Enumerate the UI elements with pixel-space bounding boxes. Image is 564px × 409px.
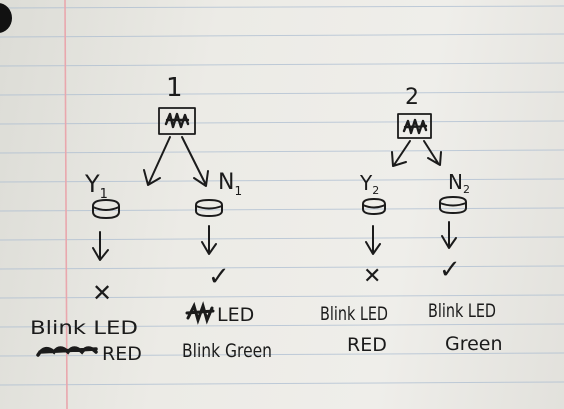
tree-1-right-scribble xyxy=(185,301,215,325)
tree-1-left-scribble xyxy=(36,346,98,357)
tree-2-left-action-line1: Blink LED xyxy=(320,303,388,325)
binder-hole xyxy=(0,3,12,33)
ruled-lines xyxy=(0,5,564,386)
tree-1-right-label: N1 xyxy=(218,170,242,198)
tree-1-left-arrow xyxy=(143,136,171,186)
margin-line xyxy=(64,0,68,409)
tree-1-left-action-line2: RED xyxy=(102,343,142,365)
tree-2-left-action-line2: RED xyxy=(347,334,387,356)
tree-1-left-down-arrow xyxy=(92,231,109,261)
tree-2 xyxy=(362,113,467,255)
tree-2-right-arrow xyxy=(423,140,442,166)
tree-2-root-scribble xyxy=(402,118,428,135)
tree-1-left-button-icon xyxy=(92,199,120,219)
tree-1-right-action-line1: LED xyxy=(217,304,254,326)
tree-2-right-action-line2: Green xyxy=(445,333,503,355)
tree-1-number: 1 xyxy=(166,73,183,103)
tree-2-number: 2 xyxy=(405,85,419,110)
tree-2-right-result: ✓ xyxy=(439,255,461,285)
tree-2-left-label: Y2 xyxy=(359,171,379,197)
tree-1-left-result: ✕ xyxy=(92,279,112,307)
tree-2-left-result: ✕ xyxy=(363,264,381,289)
tree-2-root-box xyxy=(397,113,432,139)
tree-1-root-box xyxy=(158,107,196,135)
tree-1-root-scribble xyxy=(164,112,190,129)
tree-2-right-down-arrow xyxy=(441,221,457,249)
tree-2-right-button-icon xyxy=(439,196,467,214)
tree-1-right-action-line2: Blink Green xyxy=(182,340,272,362)
tree-1-right-down-arrow xyxy=(201,225,217,255)
tree-1-left-label: Y1 xyxy=(84,170,108,202)
tree-2-right-label: N2 xyxy=(448,170,470,196)
tree-1 xyxy=(92,107,223,261)
tree-2-right-action-line1: Blink LED xyxy=(428,300,496,322)
tree-1-left-action-line1: Blink LED xyxy=(30,317,138,339)
tree-2-left-button-icon xyxy=(362,198,386,215)
tree-1-right-button-icon xyxy=(195,199,223,217)
tree-2-left-arrow xyxy=(391,140,411,167)
tree-1-right-result: ✓ xyxy=(208,262,230,292)
tree-2-left-down-arrow xyxy=(365,225,381,255)
tree-1-right-arrow xyxy=(181,136,209,187)
